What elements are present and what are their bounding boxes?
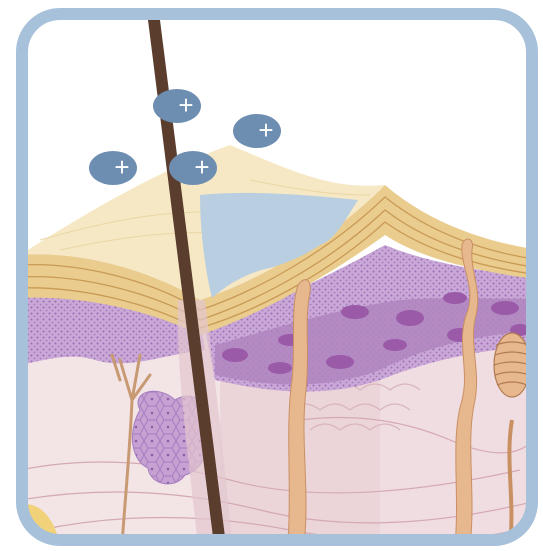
ion-symbol: + [178, 90, 193, 120]
positive-ion: + [233, 114, 281, 148]
ion-symbol: + [194, 152, 209, 182]
positive-ion: + [169, 151, 217, 185]
ion-symbol: + [114, 152, 129, 182]
ion-symbol: + [258, 115, 273, 145]
positive-ion: + [89, 151, 137, 185]
positive-ion: + [153, 89, 201, 123]
